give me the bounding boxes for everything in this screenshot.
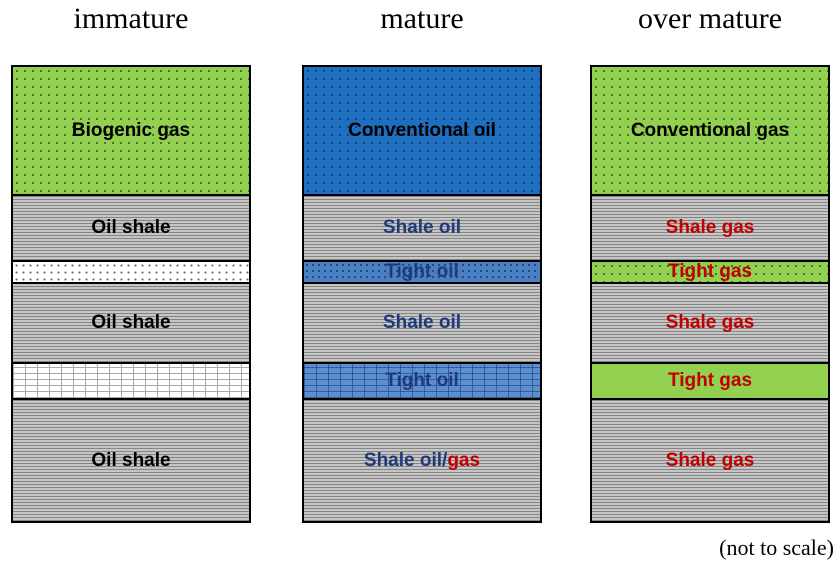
layer-label: Shale gas xyxy=(665,449,755,471)
layer-label: Tight oil xyxy=(385,261,459,282)
layer-oil-shale-1: Oil shale xyxy=(13,194,249,260)
layer-shale-gas-1: Shale gas xyxy=(592,194,828,260)
scale-note: (not to scale) xyxy=(719,535,834,560)
column-title-over-mature: over mature xyxy=(637,2,783,35)
layer-label: Shale gas xyxy=(665,312,755,333)
layer-label: Tight gas xyxy=(667,370,753,391)
layer-label: Tight gas xyxy=(667,261,753,282)
layer-label: Shale oil xyxy=(382,217,462,238)
layer-tight-gas-1: Tight gas xyxy=(592,260,828,282)
layer-sandstone xyxy=(13,260,249,282)
layer-label: Oil shale xyxy=(91,312,171,333)
layer-label-oil: Shale oil/ xyxy=(363,449,448,471)
layer-label: Shale gas xyxy=(665,217,755,238)
layer-label: Conventional oil xyxy=(348,119,496,141)
layer-label: Oil shale xyxy=(91,217,171,238)
layer-label: Oil shale xyxy=(91,449,171,471)
column-immature: Biogenic gas Oil shale Oil shale Oil sha… xyxy=(11,65,251,523)
layer-shale-oil-1: Shale oil xyxy=(304,194,540,260)
layer-oil-shale-2: Oil shale xyxy=(13,282,249,362)
layer-label-gas: gas xyxy=(447,449,481,471)
layer-shale-oil-2: Shale oil xyxy=(304,282,540,362)
layer-tight-oil-1: Tight oil xyxy=(304,260,540,282)
layer-label: Biogenic gas xyxy=(71,119,191,141)
layer-label: Conventional gas xyxy=(630,119,790,141)
layer-shale-gas-2: Shale gas xyxy=(592,282,828,362)
column-title-immature: immature xyxy=(73,2,189,35)
layer-conventional-oil: Conventional oil xyxy=(304,67,540,194)
column-mature: Conventional oil Shale oil Tight oil Sha… xyxy=(302,65,542,523)
layer-shale-oil-gas: Shale oil/gas xyxy=(304,398,540,521)
layer-tight-gas-2: Tight gas xyxy=(592,362,828,398)
layer-oil-shale-3: Oil shale xyxy=(13,398,249,521)
layer-biogenic-gas: Biogenic gas xyxy=(13,67,249,194)
layer-label: Tight oil xyxy=(385,370,459,391)
column-over-mature: Conventional gas Shale gas Tight gas Sha… xyxy=(590,65,830,523)
column-title-mature: mature xyxy=(380,2,464,35)
layer-conventional-gas: Conventional gas xyxy=(592,67,828,194)
layer-limestone xyxy=(13,362,249,398)
layer-label: Shale oil xyxy=(382,312,462,333)
layer-shale-gas-3: Shale gas xyxy=(592,398,828,521)
layer-tight-oil-2: Tight oil xyxy=(304,362,540,398)
